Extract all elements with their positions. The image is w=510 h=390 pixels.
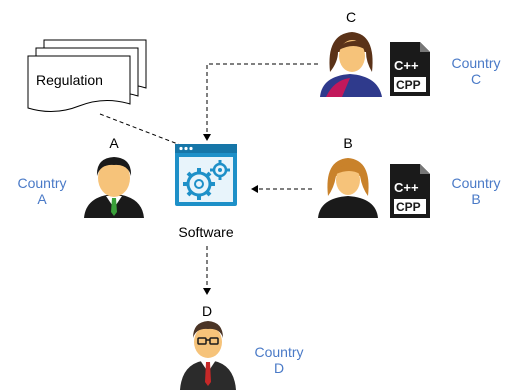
country-a-label: Country A bbox=[7, 175, 77, 207]
country-a-line2: A bbox=[37, 191, 47, 207]
country-b-line1: Country bbox=[451, 175, 501, 191]
cpp-bottom-text-c: CPP bbox=[396, 78, 421, 92]
cpp-top-text-c: C++ bbox=[394, 58, 419, 73]
cpp-bottom-text-b: CPP bbox=[396, 200, 421, 214]
country-b-line2: B bbox=[471, 191, 481, 207]
country-c-line2: C bbox=[470, 71, 482, 87]
country-b-label: Country B bbox=[441, 175, 510, 207]
person-c-icon bbox=[320, 32, 382, 97]
cpp-file-icon-b bbox=[390, 164, 430, 218]
node-c-label: C bbox=[345, 9, 357, 25]
node-d-label: D bbox=[201, 303, 213, 319]
person-b-icon bbox=[318, 158, 378, 218]
node-a-label: A bbox=[109, 135, 119, 151]
regulation-label: Regulation bbox=[36, 72, 103, 88]
node-b-label: B bbox=[343, 135, 353, 151]
software-label: Software bbox=[178, 224, 234, 240]
country-d-line1: Country bbox=[254, 344, 304, 360]
cpp-top-text-b: C++ bbox=[394, 180, 419, 195]
cpp-file-icon-c bbox=[390, 42, 430, 96]
person-d-icon bbox=[180, 321, 236, 390]
regulation-document-icon bbox=[27, 39, 147, 112]
country-d-label: Country D bbox=[244, 344, 314, 376]
country-d-line2: D bbox=[273, 360, 285, 376]
connector-regulation-software bbox=[99, 113, 184, 147]
country-c-label: Country C bbox=[441, 55, 510, 87]
software-icon bbox=[175, 144, 237, 206]
connector-c-software bbox=[203, 63, 318, 141]
country-c-line1: Country bbox=[451, 55, 501, 71]
country-a-line1: Country bbox=[17, 175, 67, 191]
person-a-icon bbox=[84, 157, 144, 218]
